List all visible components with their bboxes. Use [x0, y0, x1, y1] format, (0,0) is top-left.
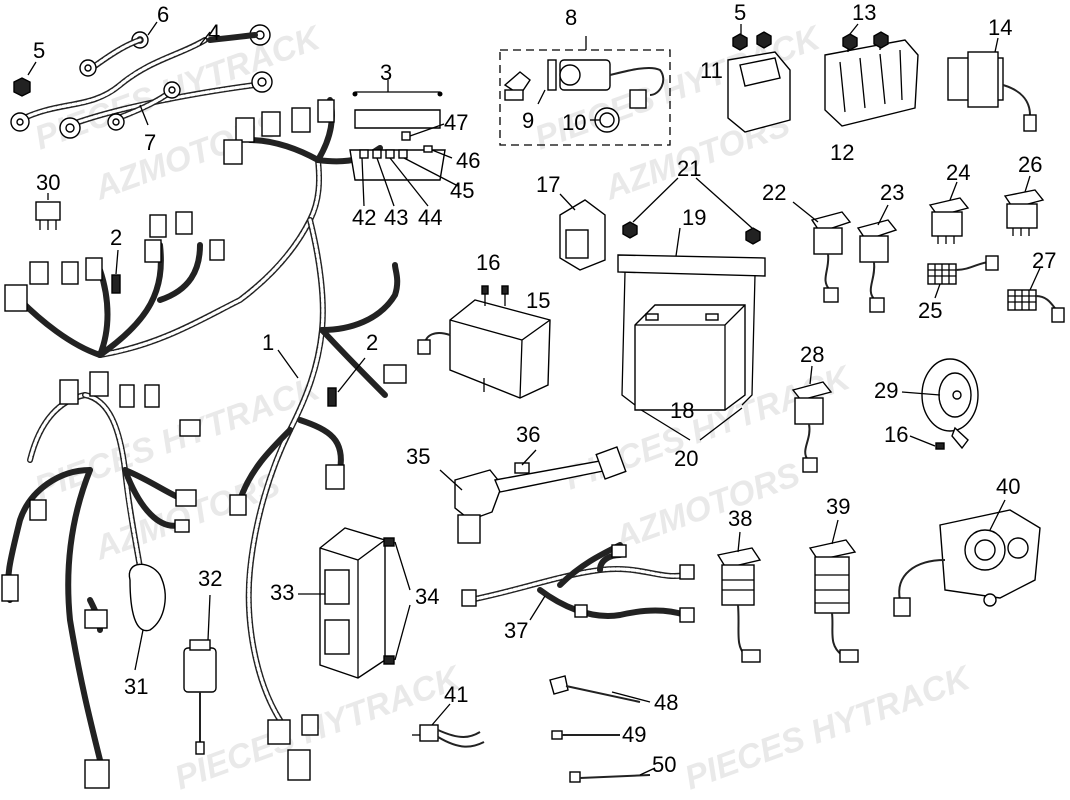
callout-1: 1	[262, 330, 274, 355]
callout-30: 30	[36, 170, 60, 195]
callout-9: 9	[522, 108, 534, 133]
part-33-ecu	[298, 527, 411, 679]
part-1-main-harness	[4, 97, 407, 781]
part-24-switch	[928, 181, 970, 244]
callout-29: 29	[874, 378, 898, 403]
callout-43: 43	[384, 205, 408, 230]
callout-17: 17	[536, 172, 560, 197]
callout-10: 10	[562, 110, 586, 135]
callout-5: 5	[33, 38, 45, 63]
callout-49: 49	[622, 722, 646, 747]
callout-8: 8	[565, 5, 577, 30]
callout-16: 16	[476, 250, 500, 275]
callout-6: 6	[157, 2, 169, 27]
part-37-harness	[461, 542, 695, 623]
battery-cables	[10, 21, 273, 139]
part-30-relay	[35, 193, 61, 230]
callout-25: 25	[918, 298, 942, 323]
callout-21: 21	[677, 156, 701, 181]
part-18-battery	[634, 304, 746, 411]
callout-46: 46	[456, 148, 480, 173]
part-12-regulator	[824, 23, 919, 127]
part-11-relay	[727, 24, 791, 133]
part-17-flasher	[559, 193, 606, 271]
watermark-line1: PIECES HYTRACK	[680, 658, 978, 797]
callout-27: 27	[1032, 248, 1056, 273]
callout-36: 36	[516, 422, 540, 447]
callout-18: 18	[670, 398, 694, 423]
callout-33: 33	[270, 580, 294, 605]
part-40-meter	[893, 499, 1041, 617]
callout-16: 16	[884, 422, 908, 447]
part-39-socket	[808, 519, 859, 663]
callout-35: 35	[406, 444, 430, 469]
part-29-horn	[901, 358, 979, 450]
callout-3: 3	[380, 60, 392, 85]
part-28-switch	[791, 365, 833, 473]
callout-37: 37	[504, 618, 528, 643]
callout-13: 13	[852, 0, 876, 25]
callout-41: 41	[444, 682, 468, 707]
part-15-box	[417, 285, 551, 399]
callout-31: 31	[124, 674, 148, 699]
part-35-ignition-coil	[439, 446, 627, 544]
callout-12: 12	[830, 140, 854, 165]
part-50-cable-tie	[569, 767, 656, 783]
callout-23: 23	[880, 180, 904, 205]
callout-32: 32	[198, 566, 222, 591]
part-22-switch	[792, 201, 852, 303]
part-25-connector	[927, 255, 999, 299]
callout-2: 2	[110, 225, 122, 250]
callout-19: 19	[682, 205, 706, 230]
callout-48: 48	[654, 690, 678, 715]
part-49-cable-tie	[551, 730, 620, 740]
watermark-group: PIECES HYTRACK AZMOTORS PIECES HYTRACK A…	[30, 18, 978, 797]
callout-2: 2	[366, 330, 378, 355]
callout-40: 40	[996, 474, 1020, 499]
part-14-module	[947, 37, 1037, 132]
part-32-sensor	[183, 594, 217, 755]
callout-4: 4	[208, 20, 220, 45]
callout-42: 42	[352, 205, 376, 230]
part-31-harness	[1, 371, 197, 789]
callout-7: 7	[144, 130, 156, 155]
part-23-switch	[856, 204, 898, 313]
part-19-battery-strap	[617, 177, 766, 441]
callout-26: 26	[1018, 152, 1042, 177]
part-27-connector	[1007, 267, 1065, 323]
callout-5: 5	[734, 0, 746, 25]
part-3-fuse-box	[349, 80, 459, 207]
callout-47: 47	[444, 110, 468, 135]
part-41-switch	[412, 703, 485, 748]
callout-45: 45	[450, 178, 474, 203]
part-38-socket	[716, 531, 762, 663]
callout-15: 15	[526, 288, 550, 313]
callout-34: 34	[415, 584, 439, 609]
callout-50: 50	[652, 752, 676, 777]
part-48-cable-tie	[549, 675, 651, 703]
watermark-line2: AZMOTORS	[89, 465, 285, 567]
callout-22: 22	[762, 180, 786, 205]
callout-24: 24	[946, 160, 970, 185]
callout-14: 14	[988, 15, 1012, 40]
callout-11: 11	[700, 58, 723, 83]
callout-28: 28	[800, 342, 824, 367]
part-26-switch	[1003, 175, 1045, 236]
part-8-ignition-switch	[499, 36, 671, 146]
callout-38: 38	[728, 506, 752, 531]
callout-20: 20	[674, 446, 698, 471]
callout-44: 44	[418, 205, 442, 230]
callout-labels: 1 2 2 3 4 5 5 6 7 8 9 10 11 12 13 14 15 …	[33, 0, 1056, 777]
callout-39: 39	[826, 494, 850, 519]
